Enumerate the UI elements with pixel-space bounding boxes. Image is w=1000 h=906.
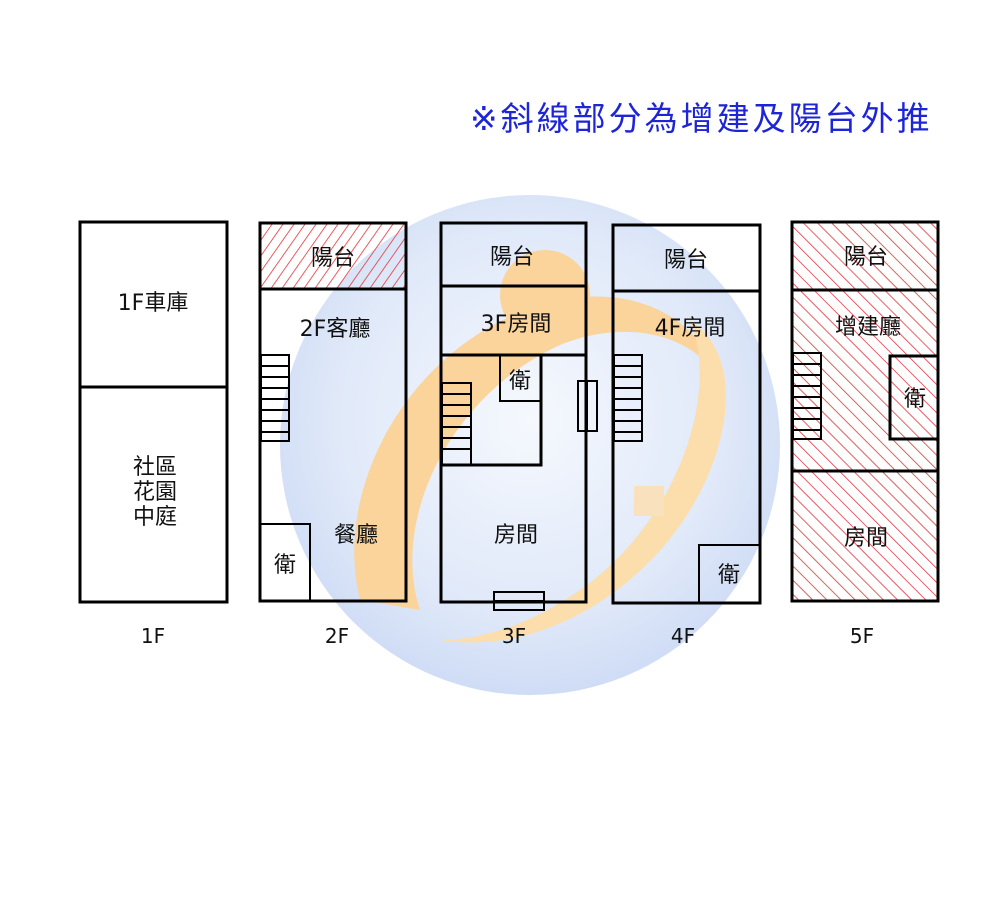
hatch-legend-note: ※斜線部分為增建及陽台外推 [470,99,933,138]
room-balcony-4f: 陽台 [664,248,708,273]
room-garden-line2: 花園 [133,480,177,505]
bath-4f [698,544,761,604]
floor-2f: 陽台 2F客廳 餐廳 衛 2F [258,221,408,648]
window-3f-right [577,380,598,432]
room-balcony-3f: 陽台 [490,245,534,270]
bath-3f [499,354,542,402]
floor-5f: 陽台 增建廳 衛 房間 5F [790,220,940,648]
room-dining-2f: 餐廳 [334,523,378,548]
hatched-extension-5f [792,222,938,601]
room-garden-line3: 中庭 [133,505,177,530]
floor-label-5f: 5F [850,624,874,648]
window-3f-bottom [493,591,545,611]
floor-1f-outline [78,220,229,604]
room-living-2f: 2F客廳 [300,317,371,342]
room-bedroom-5f: 房間 [844,526,888,551]
room-bedroom2-3f: 房間 [494,523,538,548]
bath-2f [259,523,311,602]
room-bedroom-3f: 3F房間 [481,312,552,337]
room-bath-3f: 衛 [509,369,531,394]
room-bath-2f: 衛 [274,553,296,578]
floor-label-4f: 4F [671,624,695,648]
room-bath-4f: 衛 [718,563,740,588]
floor-label-2f: 2F [325,624,349,648]
floor-label-3f: 3F [502,624,526,648]
room-balcony-2f: 陽台 [311,246,355,271]
stairs-2f [260,354,290,442]
room-hall-5f: 增建廳 [835,315,901,340]
stairs-3f [441,382,472,466]
room-bath-5f: 衛 [904,387,926,412]
bath-5f [888,354,940,441]
room-garage: 1F車庫 [118,291,189,316]
stairs-4f [613,354,643,442]
room-bedroom-4f: 4F房間 [655,316,726,341]
hatched-balcony-2f [260,223,406,289]
room-garden-line1: 社區 [133,455,177,480]
floor-1f: 1F車庫 社區 花園 中庭 1F [78,220,229,648]
stairs-5f [792,352,822,440]
room-balcony-5f: 陽台 [844,245,888,270]
floor-label-1f: 1F [141,624,165,648]
floor-4f: 陽台 4F房間 衛 4F [611,223,762,648]
floor-3f: 陽台 3F房間 衛 房間 3F [439,221,598,648]
